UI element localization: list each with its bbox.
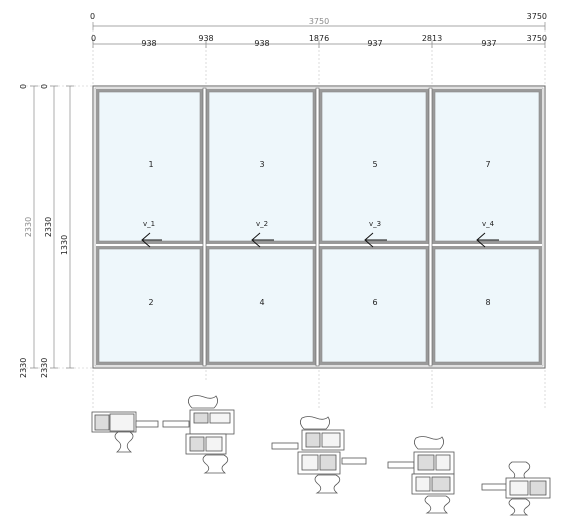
top-segment-1: 938 (141, 39, 156, 48)
mullion-1 (202, 87, 207, 367)
pane-2: 2 (96, 246, 203, 365)
top-tick-1876: 1876 (309, 34, 329, 43)
pane-5-label: 5 (372, 160, 377, 169)
profile-sections (91, 395, 551, 516)
sash-markers: v_1 v_2 v_3 v_4 (141, 220, 499, 248)
top-segment-2: 938 (254, 39, 269, 48)
top-segment-dimension: 0 938 1876 2813 3750 938 938 937 937 (91, 34, 547, 48)
top-overall-right-label: 3750 (527, 12, 547, 21)
pane-6: 6 (319, 246, 429, 365)
top-overall-left-label: 0 (90, 12, 95, 21)
glass-panes: 1 2 3 4 5 6 (96, 89, 542, 365)
sash-v1: v_1 (141, 220, 162, 248)
sash-v4-label: v_4 (482, 220, 495, 228)
left-middle-bottom-label: 2330 (40, 358, 49, 378)
top-tick-938: 938 (198, 34, 213, 43)
sash-v1-label: v_1 (143, 220, 155, 228)
pane-3: 3 (206, 89, 316, 244)
frame-profile-left-icon (91, 411, 159, 453)
pane-7: 7 (432, 89, 542, 244)
pane-4: 4 (206, 246, 316, 365)
sash-v2-label: v_2 (256, 220, 268, 228)
left-outer-top-label: 0 (19, 84, 28, 89)
left-middle-total-label: 2330 (44, 217, 53, 237)
mullion-profile-1-icon (162, 395, 235, 474)
mullion-profile-2-icon (271, 416, 367, 494)
top-tick-3750: 3750 (527, 34, 547, 43)
pane-8-label: 8 (485, 298, 490, 307)
slide-left-arrow-icon (364, 232, 387, 248)
slide-left-arrow-icon (251, 232, 274, 248)
left-middle-dimension: 0 2330 2330 (40, 84, 58, 378)
left-outer-total-label: 2330 (24, 217, 33, 237)
top-segment-3: 937 (367, 39, 382, 48)
pane-7-label: 7 (485, 160, 490, 169)
slide-left-arrow-icon (141, 232, 162, 248)
top-overall-dimension: 0 3750 3750 (90, 12, 547, 30)
left-inner-dimension: 1330 (60, 85, 74, 369)
sash-v3-label: v_3 (369, 220, 381, 228)
left-inner-total-label: 1330 (60, 235, 69, 255)
top-tick-0: 0 (91, 34, 96, 43)
top-overall-total-label: 3750 (309, 17, 329, 26)
left-outer-bottom-label: 2330 (19, 358, 28, 378)
pane-1: 1 (96, 89, 203, 244)
pane-6-label: 6 (372, 298, 377, 307)
top-tick-2813: 2813 (422, 34, 442, 43)
slide-left-arrow-icon (476, 232, 499, 248)
top-segment-4: 937 (481, 39, 496, 48)
sash-v3: v_3 (364, 220, 387, 248)
mullion-profile-3-icon (387, 436, 455, 514)
mullion-2 (315, 87, 320, 367)
pane-2-label: 2 (148, 298, 153, 307)
sash-v4: v_4 (476, 220, 499, 248)
left-outer-dimension: 0 2330 2330 (19, 84, 38, 378)
mullions (202, 87, 433, 367)
pane-5: 5 (319, 89, 429, 244)
sash-v2: v_2 (251, 220, 274, 248)
pane-3-label: 3 (259, 160, 264, 169)
pane-4-label: 4 (259, 298, 264, 307)
pane-1-label: 1 (148, 160, 153, 169)
frame-profile-right-icon (481, 461, 551, 516)
left-middle-top-label: 0 (40, 84, 49, 89)
pane-8: 8 (432, 246, 542, 365)
mullion-3 (428, 87, 433, 367)
